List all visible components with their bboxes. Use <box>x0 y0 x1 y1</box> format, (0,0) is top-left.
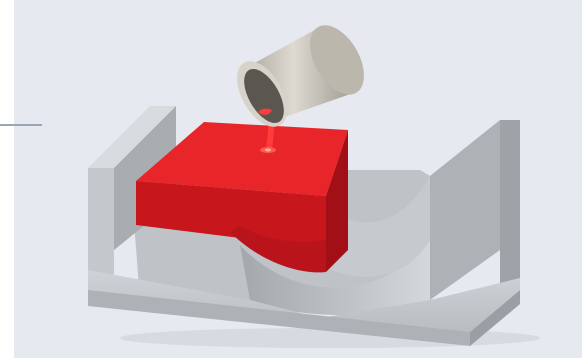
ladle-icon <box>227 16 375 135</box>
